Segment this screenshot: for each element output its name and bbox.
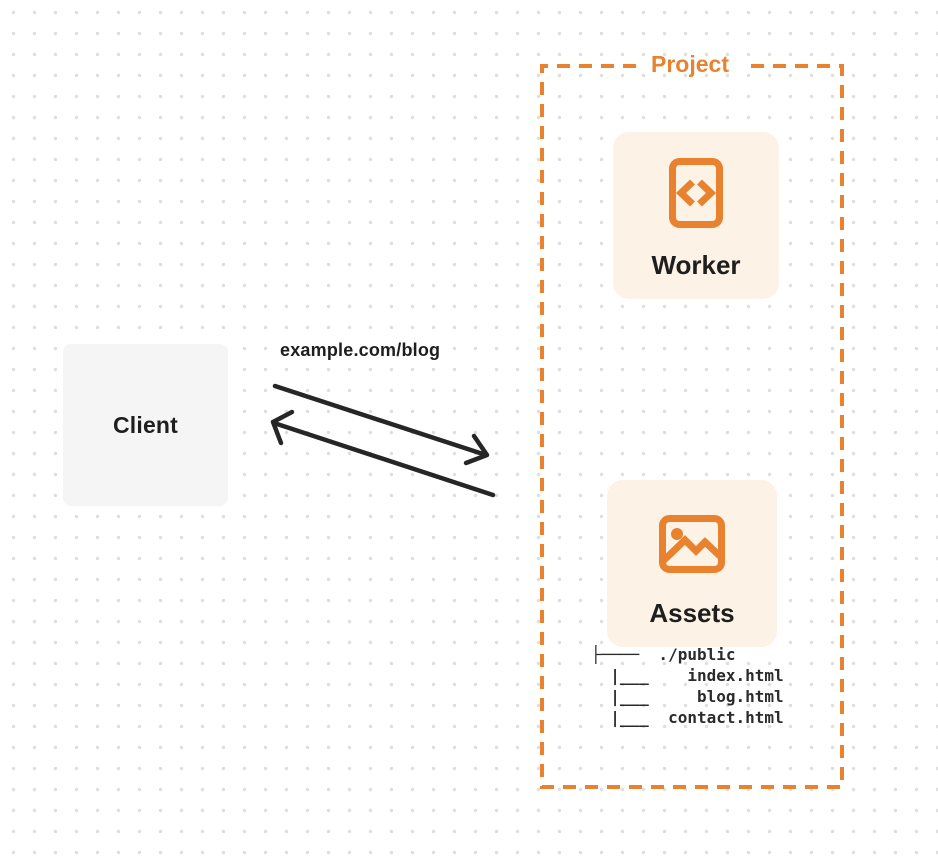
assets-label: Assets [649, 598, 735, 628]
code-file-icon [669, 158, 723, 228]
image-icon [659, 515, 725, 573]
request-url-label: example.com/blog [280, 340, 441, 360]
assets-card: Assets [607, 480, 777, 647]
tree-line-file: |___ blog.html [591, 687, 784, 706]
client-label: Client [112, 411, 179, 438]
tree-line-root: ├──── ./public [591, 645, 736, 664]
client-card: Client [63, 344, 228, 506]
worker-card: Worker [613, 132, 779, 299]
tree-line-file: |___ contact.html [591, 708, 784, 727]
file-tree: ├──── ./public |___ index.html |___ blog… [591, 644, 784, 728]
project-label: Project [651, 51, 729, 77]
tree-line-file: |___ index.html [591, 666, 784, 685]
request-arrow [272, 383, 490, 466]
response-arrow [270, 409, 496, 498]
worker-label: Worker [651, 250, 741, 280]
